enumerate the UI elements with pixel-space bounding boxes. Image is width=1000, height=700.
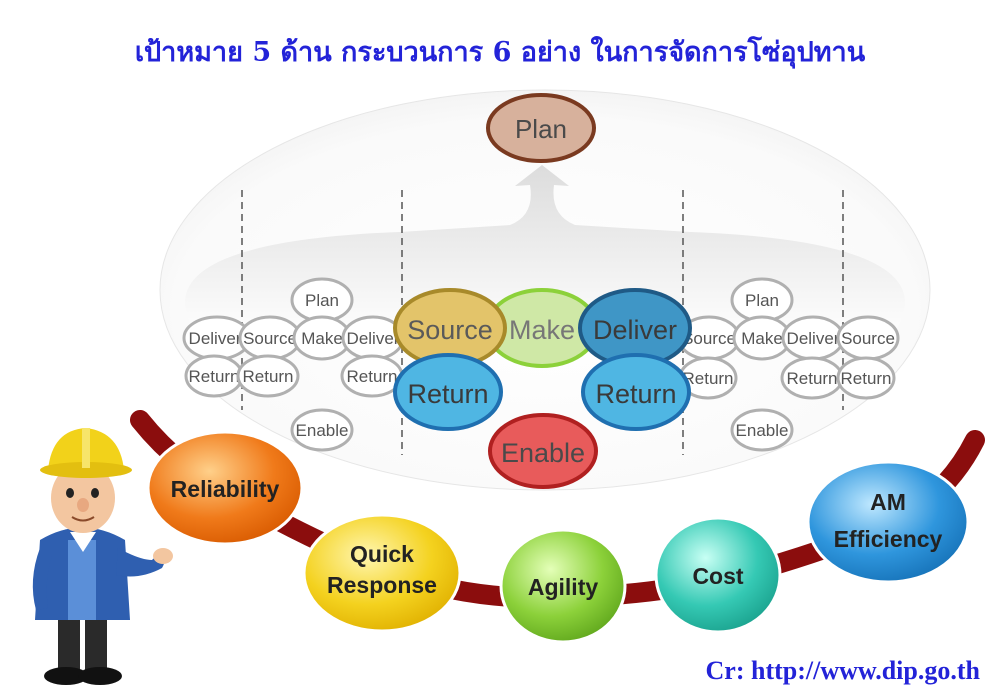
agility-label: Agility (528, 574, 598, 600)
engineer-illustration (32, 428, 173, 685)
return-right-node: Return (581, 353, 691, 431)
source-node: Source (393, 288, 507, 368)
right-source2-node: Source (836, 315, 900, 361)
left-return2-label: Return (242, 367, 293, 386)
quick-label: Quick (350, 541, 414, 567)
source-label: Source (407, 315, 493, 345)
left-return3-node: Return (340, 354, 404, 398)
left-make-label: Make (301, 329, 343, 348)
left-return3-label: Return (346, 367, 397, 386)
enable-label: Enable (501, 438, 585, 468)
right-plan-label: Plan (745, 291, 779, 310)
right-enable-label: Enable (736, 421, 789, 440)
am-label: AM (870, 489, 906, 515)
credit-text: Cr: http://www.dip.go.th (705, 656, 980, 685)
aggregation-arrow (185, 165, 905, 340)
right-plan-node: Plan (730, 277, 794, 323)
return-left-label: Return (407, 379, 488, 409)
left-partner-chain: Plan Deliver Source Make Deliver Return … (182, 277, 405, 452)
left-return2-node: Return (236, 354, 300, 398)
right-source-label: Source (682, 329, 736, 348)
left-enable-node: Enable (290, 408, 354, 452)
left-source-node: Source (238, 315, 302, 361)
page-title: เป้าหมาย 5 ด้าน กระบวนการ 6 อย่าง ในการจ… (134, 37, 866, 68)
right-source-node: Source (677, 315, 741, 361)
left-deliver2-label: Deliver (347, 329, 400, 348)
enable-node: Enable (488, 413, 598, 489)
right-deliver-label: Deliver (787, 329, 840, 348)
right-return2-node: Return (780, 356, 844, 400)
return-left-node: Return (393, 353, 503, 431)
right-return2-label: Return (786, 369, 837, 388)
plan-node: Plan (486, 93, 596, 163)
plan-label: Plan (515, 114, 567, 144)
left-source-label: Source (243, 329, 297, 348)
left-return1-label: Return (188, 367, 239, 386)
main-process-chain: Make Source Deliver Return Return Enable (393, 288, 692, 489)
efficiency-label: Efficiency (834, 526, 943, 552)
reliability-goal: Reliability (146, 430, 304, 546)
right-return1-node: Return (678, 356, 738, 400)
right-enable-node: Enable (730, 408, 794, 452)
am-efficiency-goal: AM Efficiency (806, 460, 970, 584)
left-enable-label: Enable (296, 421, 349, 440)
deliver-node: Deliver (578, 288, 692, 368)
agility-goal: Agility (499, 528, 627, 644)
left-deliver-label: Deliver (189, 329, 242, 348)
reliability-label: Reliability (171, 476, 280, 502)
response-label: Response (327, 572, 437, 598)
return-right-label: Return (595, 379, 676, 409)
right-make-node: Make (732, 315, 792, 361)
right-make-label: Make (741, 329, 783, 348)
right-return1-label: Return (682, 369, 733, 388)
cost-label: Cost (692, 563, 743, 589)
cost-goal: Cost (654, 516, 782, 634)
left-return1-node: Return (184, 354, 244, 398)
right-partner-chain: Plan Source Make Deliver Source Return R… (677, 277, 900, 452)
left-plan-label: Plan (305, 291, 339, 310)
deliver-label: Deliver (593, 315, 677, 345)
right-deliver-node: Deliver (781, 315, 845, 361)
make-label: Make (509, 315, 575, 345)
left-plan-node: Plan (290, 277, 354, 323)
right-return3-node: Return (836, 356, 896, 400)
right-return3-label: Return (840, 369, 891, 388)
right-source2-label: Source (841, 329, 895, 348)
